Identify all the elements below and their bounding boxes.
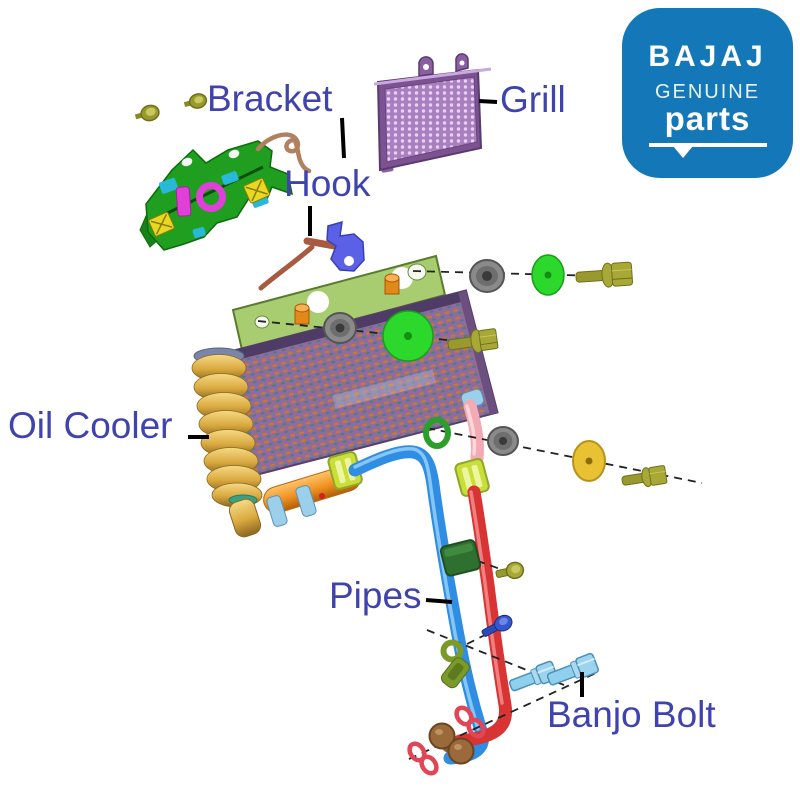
label-grill: Grill [500,79,566,120]
label-banjo-bolt: Banjo Bolt [547,694,716,735]
label-bracket: Bracket [207,78,333,119]
watermark [331,369,437,409]
red-orings [407,705,486,776]
inlet-tube [263,451,363,527]
small-bolt [495,561,525,580]
flange-bolt [621,465,668,488]
yellow-washer [572,440,606,482]
label-leader-lines [188,99,584,697]
grill-mesh [384,76,478,163]
bracket-spacer [221,171,239,185]
green-disc-washer [531,254,565,296]
logo-brand-text: BAJAJ [648,40,767,73]
bracket-spacer [158,177,178,194]
pipe-clamp-green [439,539,482,577]
bracket-pad [243,177,271,204]
bracket-pad [148,211,175,237]
banjo-bolt [546,652,599,686]
flange-bolt [575,261,634,288]
tube-collar [295,485,317,517]
bracket-ring [196,182,226,212]
small-bolt [134,104,160,122]
rubber-grommet [487,426,519,456]
pipe-red [453,388,513,748]
logo-parts-text: parts [664,100,751,137]
flange-bolt [447,328,499,354]
pipe-end-bracket [440,639,470,689]
logo-down-arrow-icon [672,146,693,158]
green-disc-washer [382,310,434,362]
label-pipes: Pipes [329,575,422,616]
blue-bolt [481,614,513,637]
label-oil-cooler: Oil Cooler [8,405,173,446]
hook-part [258,220,365,291]
bracket-pin [175,186,192,217]
bellows-end-cap [228,498,262,538]
tube-collar [266,495,288,527]
green-oring [423,417,451,449]
cooler-bellows [191,347,263,538]
bajaj-logo-badge: BAJAJ GENUINE parts [622,8,793,178]
strip-bolt [384,273,400,295]
strip-bolt [294,303,310,325]
logo-underline [648,143,767,158]
label-hook: Hook [284,163,371,204]
bracket-part [139,132,312,251]
grill-part [373,53,492,173]
small-bolt [183,93,208,109]
cooler-mount-strip [231,254,447,352]
logo-genuine-text: GENUINE [654,81,761,103]
rubber-grommet [323,312,357,344]
rubber-grommet [469,259,505,293]
hook-body [326,220,365,272]
banjo-fittings [428,722,475,765]
